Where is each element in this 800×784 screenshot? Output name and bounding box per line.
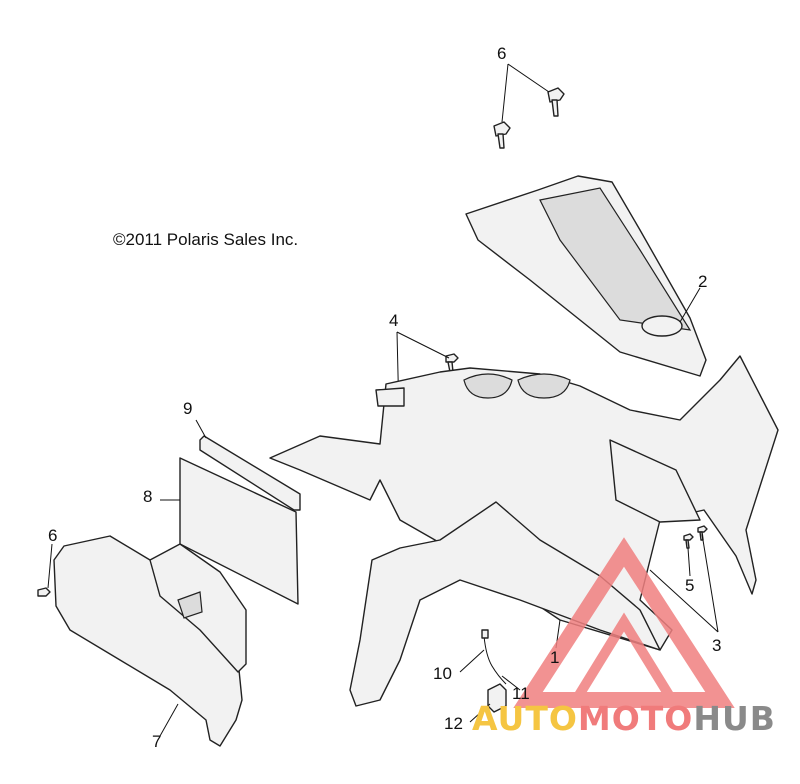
watermark-moto: MOTO bbox=[577, 699, 694, 738]
copyright-notice: ©2011 Polaris Sales Inc. bbox=[113, 230, 299, 249]
callout-3: 3 bbox=[712, 636, 722, 655]
part-7-side-panel bbox=[53, 535, 247, 747]
screw-part-6-left bbox=[37, 587, 51, 597]
callout-6-left: 6 bbox=[48, 526, 58, 545]
callout-9: 9 bbox=[183, 399, 193, 418]
leader-12 bbox=[469, 703, 491, 723]
part-10-hose-fitting bbox=[481, 629, 489, 639]
callout-1: 1 bbox=[550, 648, 560, 667]
part-1-front-fender bbox=[269, 355, 779, 707]
leader-5 bbox=[687, 547, 691, 577]
watermark-logo-icon bbox=[513, 537, 735, 708]
watermark-text: AUTOMOTOHUB bbox=[472, 699, 776, 738]
leader-9 bbox=[195, 419, 207, 439]
leader-7 bbox=[159, 703, 179, 737]
callout-10: 10 bbox=[433, 664, 452, 683]
callout-7: 7 bbox=[152, 732, 162, 751]
callout-11: 11 bbox=[512, 684, 530, 703]
screw-part-top-left bbox=[493, 121, 511, 149]
leader-11 bbox=[501, 675, 521, 691]
screw-part-top-right bbox=[547, 87, 565, 117]
callout-8: 8 bbox=[143, 487, 153, 506]
part-8-decal bbox=[179, 457, 299, 605]
fastener-part-5 bbox=[683, 533, 694, 549]
part-2-rack-cover bbox=[465, 175, 707, 377]
callout-12: 12 bbox=[444, 714, 463, 733]
callout-5: 5 bbox=[685, 576, 695, 595]
leader-2 bbox=[679, 287, 701, 323]
part-9-foam-strip bbox=[199, 435, 301, 511]
leader-3 bbox=[649, 533, 719, 633]
leader-6-top bbox=[501, 63, 550, 123]
callout-2: 2 bbox=[698, 272, 708, 291]
leader-6-left bbox=[47, 543, 53, 589]
watermark-auto: AUTO bbox=[472, 699, 578, 738]
part-10-hose bbox=[483, 635, 507, 685]
watermark-hub: HUB bbox=[693, 699, 776, 738]
callout-6-top: 6 bbox=[497, 44, 507, 63]
callout-4: 4 bbox=[389, 311, 399, 330]
leader-10 bbox=[459, 649, 485, 673]
